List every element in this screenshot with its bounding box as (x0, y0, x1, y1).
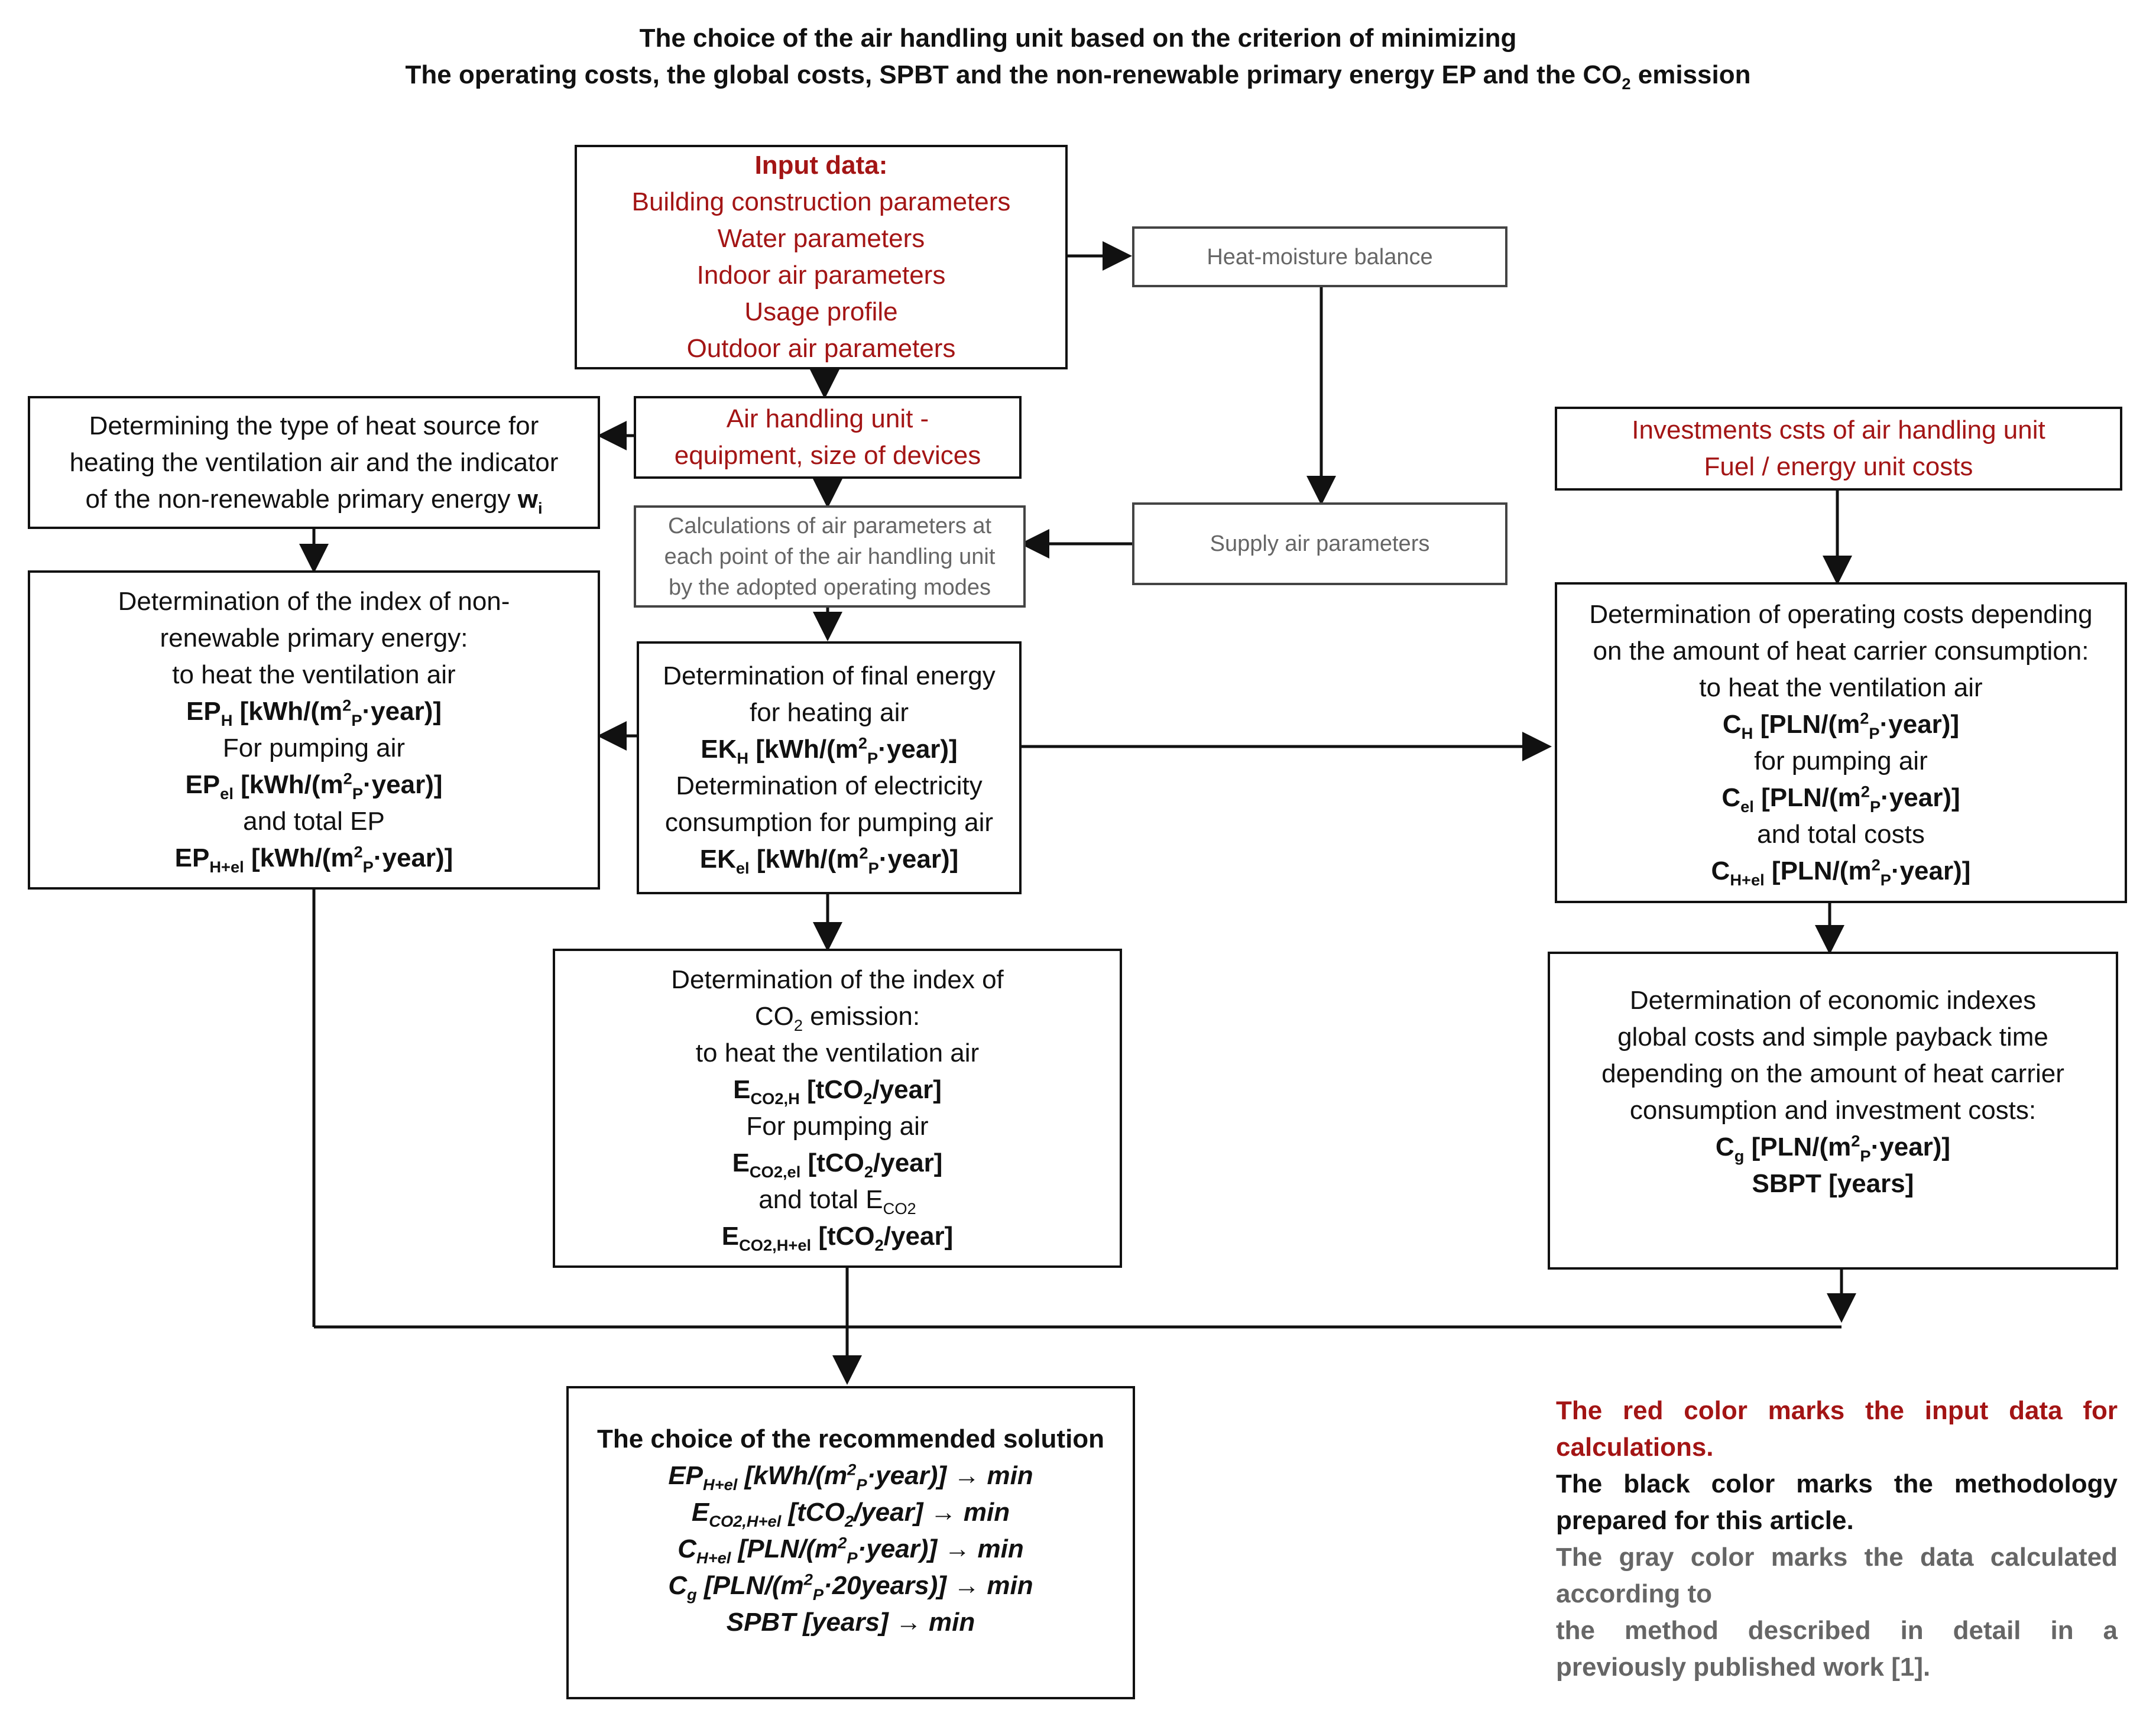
input-item: Usage profile (744, 297, 898, 326)
input-item: Water parameters (717, 224, 925, 253)
op-cel-formula: Cel [PLN/(m2P·year)] (1721, 781, 1960, 816)
eco-line4: consumption and investment costs: (1629, 1096, 2037, 1125)
supply-air-label: Supply air parameters (1210, 531, 1430, 556)
choice-row-co2: ECO2,H+el [tCO2/year] → min (691, 1498, 1010, 1530)
choice-row-ch: CH+el [PLN/(m2P·year)] → min (677, 1533, 1024, 1567)
co2-line7: and total ECO2 (758, 1185, 916, 1218)
ep-index-box: Determination of the index of non- renew… (28, 570, 600, 890)
heat-moisture-box: Heat-moisture balance (1132, 226, 1507, 287)
calc-air-line3: by the adopted operating modes (668, 575, 991, 600)
heat-source-line1: Determining the type of heat source for (89, 411, 539, 440)
ep-line2: renewable primary energy: (160, 624, 468, 653)
input-item: Building construction parameters (631, 187, 1011, 216)
operating-costs-box: Determination of operating costs dependi… (1555, 582, 2127, 903)
economic-box: Determination of economic indexes global… (1548, 952, 2118, 1270)
ep-line5: For pumping air (222, 734, 406, 762)
input-data-box: Input data: Building construction parame… (575, 145, 1068, 369)
co2-line3: to heat the ventilation air (695, 1039, 980, 1067)
co2-index-box: Determination of the index of CO2 emissi… (553, 949, 1122, 1268)
diagram-title-line2: The operating costs, the global costs, S… (405, 60, 1751, 93)
final-ekh-formula: EKH [kWh/(m2P·year)] (701, 734, 958, 767)
heat-source-line2: heating the ventilation air and the indi… (69, 447, 559, 477)
eco-line1: Determination of economic indexes (1629, 986, 2037, 1015)
ep-line3: to heat the ventilation air (172, 660, 456, 689)
co2-line2: CO2 emission: (754, 1002, 920, 1034)
final-line5: consumption for pumping air (664, 808, 994, 837)
calc-air-line1: Calculations of air parameters at (667, 513, 992, 538)
op-line1: Determination of operating costs dependi… (1589, 599, 2093, 629)
co2-line5: For pumping air (746, 1112, 929, 1141)
final-energy-box: Determination of final energy for heatin… (637, 641, 1022, 894)
eco-sbpt: SBPT [years] (1752, 1169, 1914, 1198)
ep-line7: and total EP (243, 807, 385, 836)
ep-el-formula: EPel [kWh/(m2P·year)] (185, 769, 443, 803)
legend-black: The black color marks the methodology pr… (1556, 1469, 2118, 1535)
eco-line2: global costs and simple payback time (1617, 1023, 2048, 1052)
ahu-box: Air handling unit - equipment, size of d… (634, 396, 1022, 479)
op-ch-formula: CH [PLN/(m2P·year)] (1722, 708, 1960, 742)
input-item: Indoor air parameters (696, 261, 946, 290)
choice-row-spbt: SPBT [years] → min (726, 1608, 975, 1637)
calc-air-box: Calculations of air parameters at each p… (634, 505, 1026, 608)
heat-source-line3: of the non-renewable primary energy wi (85, 484, 543, 517)
eco-cg-formula: Cg [PLN/(m2P·year)] (1715, 1131, 1951, 1165)
legend-grey-1: The gray color marks the data calculated… (1556, 1543, 2118, 1608)
final-ekel-formula: EKel [kWh/(m2P·year)] (699, 843, 959, 877)
supply-air-box: Supply air parameters (1132, 502, 1507, 585)
final-line4: Determination of electricity (676, 771, 983, 800)
ep-hel-formula: EPH+el [kWh/(m2P·year)] (174, 842, 453, 876)
diagram-title-line1: The choice of the air handling unit base… (639, 24, 1517, 53)
final-line2: for heating air (749, 698, 909, 727)
eco-line3: depending on the amount of heat carrier (1601, 1059, 2064, 1088)
co2-hel-formula: ECO2,H+el [tCO2/year] (721, 1222, 954, 1254)
op-line3: to heat the ventilation air (1699, 673, 1983, 702)
ep-h-formula: EPH [kWh/(m2P·year)] (186, 696, 442, 729)
heat-moisture-label: Heat-moisture balance (1207, 244, 1433, 270)
calc-air-line2: each point of the air handling unit (664, 544, 996, 569)
investments-line1: Investments csts of air handling unit (1632, 416, 2045, 444)
op-line5: for pumping air (1754, 746, 1928, 775)
ahu-line1: Air handling unit - (726, 404, 929, 433)
input-data-heading: Input data: (754, 151, 888, 180)
choice-row-ep: EPH+el [kWh/(m2P·year)] → min (668, 1460, 1033, 1494)
ahu-line2: equipment, size of devices (674, 441, 981, 470)
legend-red: The red color marks the input data for c… (1556, 1396, 2118, 1462)
ep-line1: Determination of the index of non- (118, 587, 510, 616)
co2-h-formula: ECO2,H [tCO2/year] (733, 1075, 942, 1108)
op-chel-formula: CH+el [PLN/(m2P·year)] (1711, 855, 1971, 889)
legend-grey-2: the method described in detail in a prev… (1556, 1616, 2118, 1682)
op-line7: and total costs (1757, 819, 1925, 849)
color-legend: The red color marks the input data for c… (1556, 1393, 2118, 1686)
heat-source-box: Determining the type of heat source for … (28, 396, 600, 529)
investments-box: Investments csts of air handling unit Fu… (1555, 407, 2122, 491)
co2-line1: Determination of the index of (671, 965, 1004, 994)
choice-row-cg: Cg [PLN/(m2P·20years)] → min (668, 1570, 1033, 1604)
choice-heading: The choice of the recommended solution (596, 1424, 1105, 1453)
investments-line2: Fuel / energy unit costs (1704, 452, 1973, 481)
co2-el-formula: ECO2,el [tCO2/year] (732, 1148, 943, 1181)
op-line2: on the amount of heat carrier consumptio… (1593, 636, 2089, 666)
choice-box: The choice of the recommended solution E… (566, 1386, 1135, 1699)
final-line1: Determination of final energy (663, 661, 996, 690)
input-item: Outdoor air parameters (686, 334, 956, 363)
